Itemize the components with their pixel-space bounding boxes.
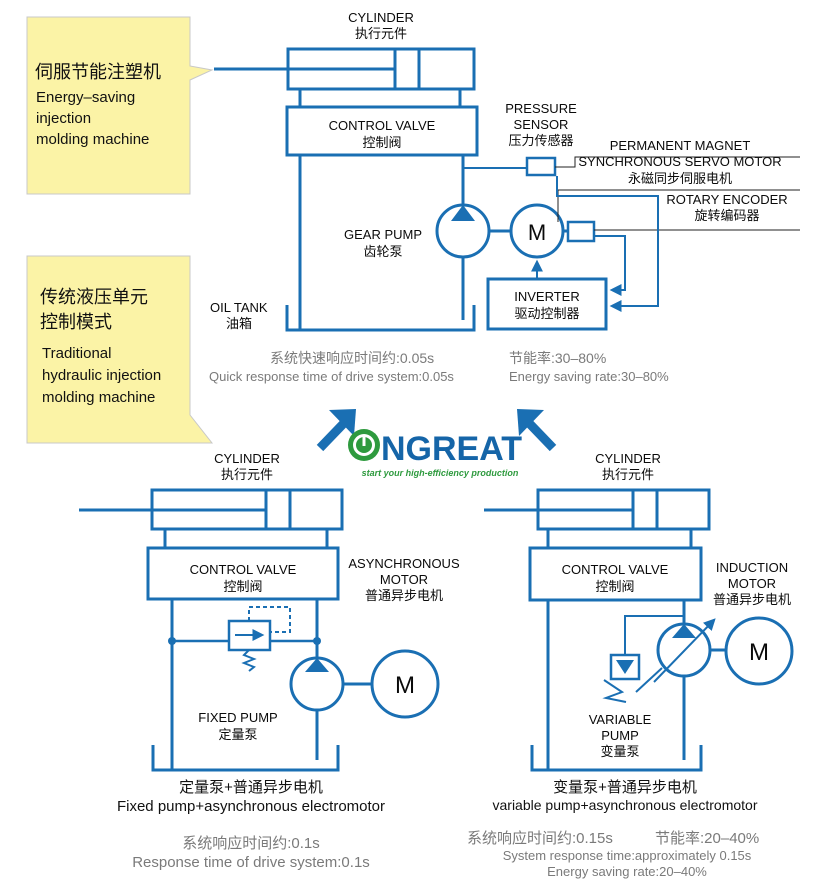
top-control-valve-label-en: CONTROL VALVE (329, 118, 436, 133)
right-saving-zh: 节能率:20–40% (655, 830, 759, 847)
servo-motor-symbol: M (528, 220, 546, 245)
variable-pump-label-zh: 变量泵 (600, 744, 639, 759)
left-cylinder-label-zh: 执行元件 (221, 467, 273, 482)
right-saving-en: Energy saving rate:20–40% (547, 864, 707, 879)
left-cylinder: CYLINDER 执行元件 (79, 451, 344, 548)
servo-response-en: Quick response time of drive system:0.05… (209, 369, 454, 384)
note-servo-en-1: Energy–saving (36, 89, 135, 106)
servo-motor-label-en-1: PERMANENT MAGNET (610, 138, 751, 153)
top-oil-tank-label-en: OIL TANK (210, 300, 268, 315)
left-motor-label-en-2: MOTOR (380, 572, 428, 587)
upgrade-arrow-right (517, 409, 557, 452)
note-traditional-en-3: molding machine (42, 389, 155, 406)
top-control-valve-label-zh: 控制阀 (362, 135, 401, 150)
note-servo-en-2: injection (36, 110, 91, 127)
note-servo-machine: 伺服节能注塑机 Energy–saving injection molding … (26, 16, 214, 195)
right-caption-en: variable pump+asynchronous electromotor (493, 797, 758, 813)
right-control-valve-label-zh: 控制阀 (595, 579, 634, 594)
servo-system: CYLINDER 执行元件 CONTROL VALVE 控制阀 OIL TANK… (209, 10, 800, 384)
fixed-pump-system: CYLINDER 执行元件 CONTROL VALVE 控制阀 (79, 451, 460, 871)
servo-motor-label-zh: 永磁同步伺服电机 (628, 171, 732, 186)
note-servo-zh: 伺服节能注塑机 (35, 62, 161, 82)
variable-pump-label-en-1: VARIABLE (589, 712, 652, 727)
right-oil-tank (530, 600, 703, 772)
left-motor-label-zh: 普通异步电机 (365, 588, 443, 603)
relief-valve (227, 606, 291, 672)
variable-pump: VARIABLE PUMP 变量泵 (589, 618, 726, 759)
left-caption-zh: 定量泵+普通异步电机 (179, 779, 323, 796)
left-response-zh: 系统响应时间约:0.1s (182, 834, 320, 852)
top-gear-pump: GEAR PUMP 齿轮泵 (344, 203, 511, 259)
gear-pump-label-en: GEAR PUMP (344, 227, 422, 242)
top-control-valve: CONTROL VALVE 控制阀 (285, 105, 479, 157)
top-oil-tank-label-zh: 油箱 (226, 316, 252, 331)
servo-saving-zh: 节能率:30–80% (509, 350, 606, 366)
right-motor-label-zh: 普通异步电机 (713, 592, 791, 607)
note-traditional-en-2: hydraulic injection (42, 367, 161, 384)
logo-letters: NGREAT (381, 430, 522, 468)
left-motor-label-en-1: ASYNCHRONOUS (348, 556, 460, 571)
left-motor-symbol: M (395, 672, 415, 699)
upgrade-arrow-left (316, 409, 356, 452)
fixed-pump-label-en: FIXED PUMP (198, 710, 277, 725)
left-control-valve: CONTROL VALVE 控制阀 (146, 546, 340, 601)
right-control-valve: CONTROL VALVE 控制阀 (528, 546, 703, 602)
note-traditional-machine: 传统液压单元 控制模式 Traditional hydraulic inject… (26, 255, 214, 444)
note-servo-en-3: molding machine (36, 131, 149, 148)
asynchronous-motor: M ASYNCHRONOUS MOTOR 普通异步电机 (348, 556, 460, 719)
right-cylinder-label-zh: 执行元件 (602, 467, 654, 482)
inverter-label-en: INVERTER (514, 289, 580, 304)
inverter: INVERTER 驱动控制器 (486, 176, 659, 331)
servo-motor-label-en-2: SYNCHRONOUS SERVO MOTOR (578, 154, 781, 169)
left-control-valve-label-en: CONTROL VALVE (190, 562, 297, 577)
fixed-pump-label-zh: 定量泵 (218, 727, 257, 742)
rotary-encoder: ROTARY ENCODER 旋转编码器 (566, 192, 800, 243)
inverter-label-zh: 驱动控制器 (514, 306, 579, 321)
fixed-pump: FIXED PUMP 定量泵 (198, 656, 372, 742)
pump-control-cylinder (602, 615, 684, 703)
top-oil-tank: OIL TANK 油箱 (210, 155, 527, 332)
pressure-sensor-label-zh: 压力传感器 (508, 133, 573, 148)
servo-saving-en: Energy saving rate:30–80% (509, 369, 669, 384)
right-motor-label-en-2: MOTOR (728, 576, 776, 591)
note-traditional-zh-1: 传统液压单元 (40, 287, 148, 307)
top-cylinder: CYLINDER 执行元件 (214, 10, 476, 107)
left-response-en: Response time of drive system:0.1s (132, 854, 370, 871)
ongreat-logo: NGREAT start your high-efficiency produc… (348, 429, 522, 478)
induction-motor: M INDUCTION MOTOR 普通异步电机 (713, 560, 794, 686)
top-cylinder-label-en: CYLINDER (348, 10, 414, 25)
right-captions: 变量泵+普通异步电机 variable pump+asynchronous el… (467, 779, 759, 879)
right-response-en: System response time:approximately 0.15s (503, 848, 752, 863)
power-button-icon (348, 429, 380, 461)
gear-pump-label-zh: 齿轮泵 (363, 244, 402, 259)
variable-pump-system: CYLINDER 执行元件 CONTROL VALVE 控制阀 VARIAB (467, 451, 794, 879)
left-captions: 定量泵+普通异步电机 Fixed pump+asynchronous elect… (117, 779, 385, 871)
rotary-encoder-label-en: ROTARY ENCODER (666, 192, 787, 207)
pressure-sensor-label-en-2: SENSOR (514, 117, 569, 132)
left-caption-en: Fixed pump+asynchronous electromotor (117, 798, 385, 815)
note-traditional-zh-2: 控制模式 (40, 312, 112, 332)
right-control-valve-label-en: CONTROL VALVE (562, 562, 669, 577)
right-caption-zh: 变量泵+普通异步电机 (553, 779, 697, 796)
right-cylinder: CYLINDER 执行元件 (484, 451, 711, 548)
rotary-encoder-label-zh: 旋转编码器 (694, 208, 759, 223)
left-cylinder-label-en: CYLINDER (214, 451, 280, 466)
pressure-sensor-label-en-1: PRESSURE (505, 101, 577, 116)
note-traditional-en-1: Traditional (42, 345, 111, 362)
variable-pump-label-en-2: PUMP (601, 728, 639, 743)
servo-motor: M PERMANENT MAGNET SYNCHRONOUS SERVO MOT… (509, 138, 800, 259)
upgrade-arrows (316, 409, 557, 452)
servo-stats: 系统快速响应时间约:0.05s Quick response time of d… (209, 350, 669, 384)
logo-slogan: start your high-efficiency production (362, 468, 519, 478)
right-cylinder-label-en: CYLINDER (595, 451, 661, 466)
right-response-zh: 系统响应时间约:0.15s (467, 829, 613, 847)
pressure-sensor: PRESSURE SENSOR 压力传感器 (505, 101, 800, 177)
right-motor-label-en-1: INDUCTION (716, 560, 788, 575)
servo-response-zh: 系统快速响应时间约:0.05s (270, 350, 434, 366)
left-control-valve-label-zh: 控制阀 (223, 579, 262, 594)
right-motor-symbol: M (749, 639, 769, 666)
top-cylinder-label-zh: 执行元件 (355, 26, 407, 41)
